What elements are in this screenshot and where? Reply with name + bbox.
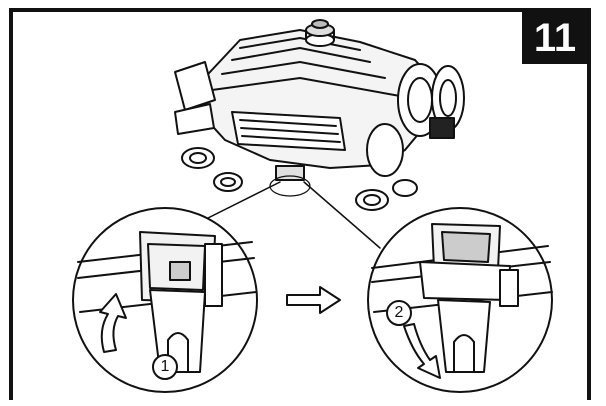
pool-cleaner-robot-icon — [175, 20, 464, 210]
callout-number-2: 2 — [386, 300, 412, 326]
right-outline-arrow-icon — [287, 287, 340, 313]
callout-number-1: 1 — [152, 354, 178, 380]
